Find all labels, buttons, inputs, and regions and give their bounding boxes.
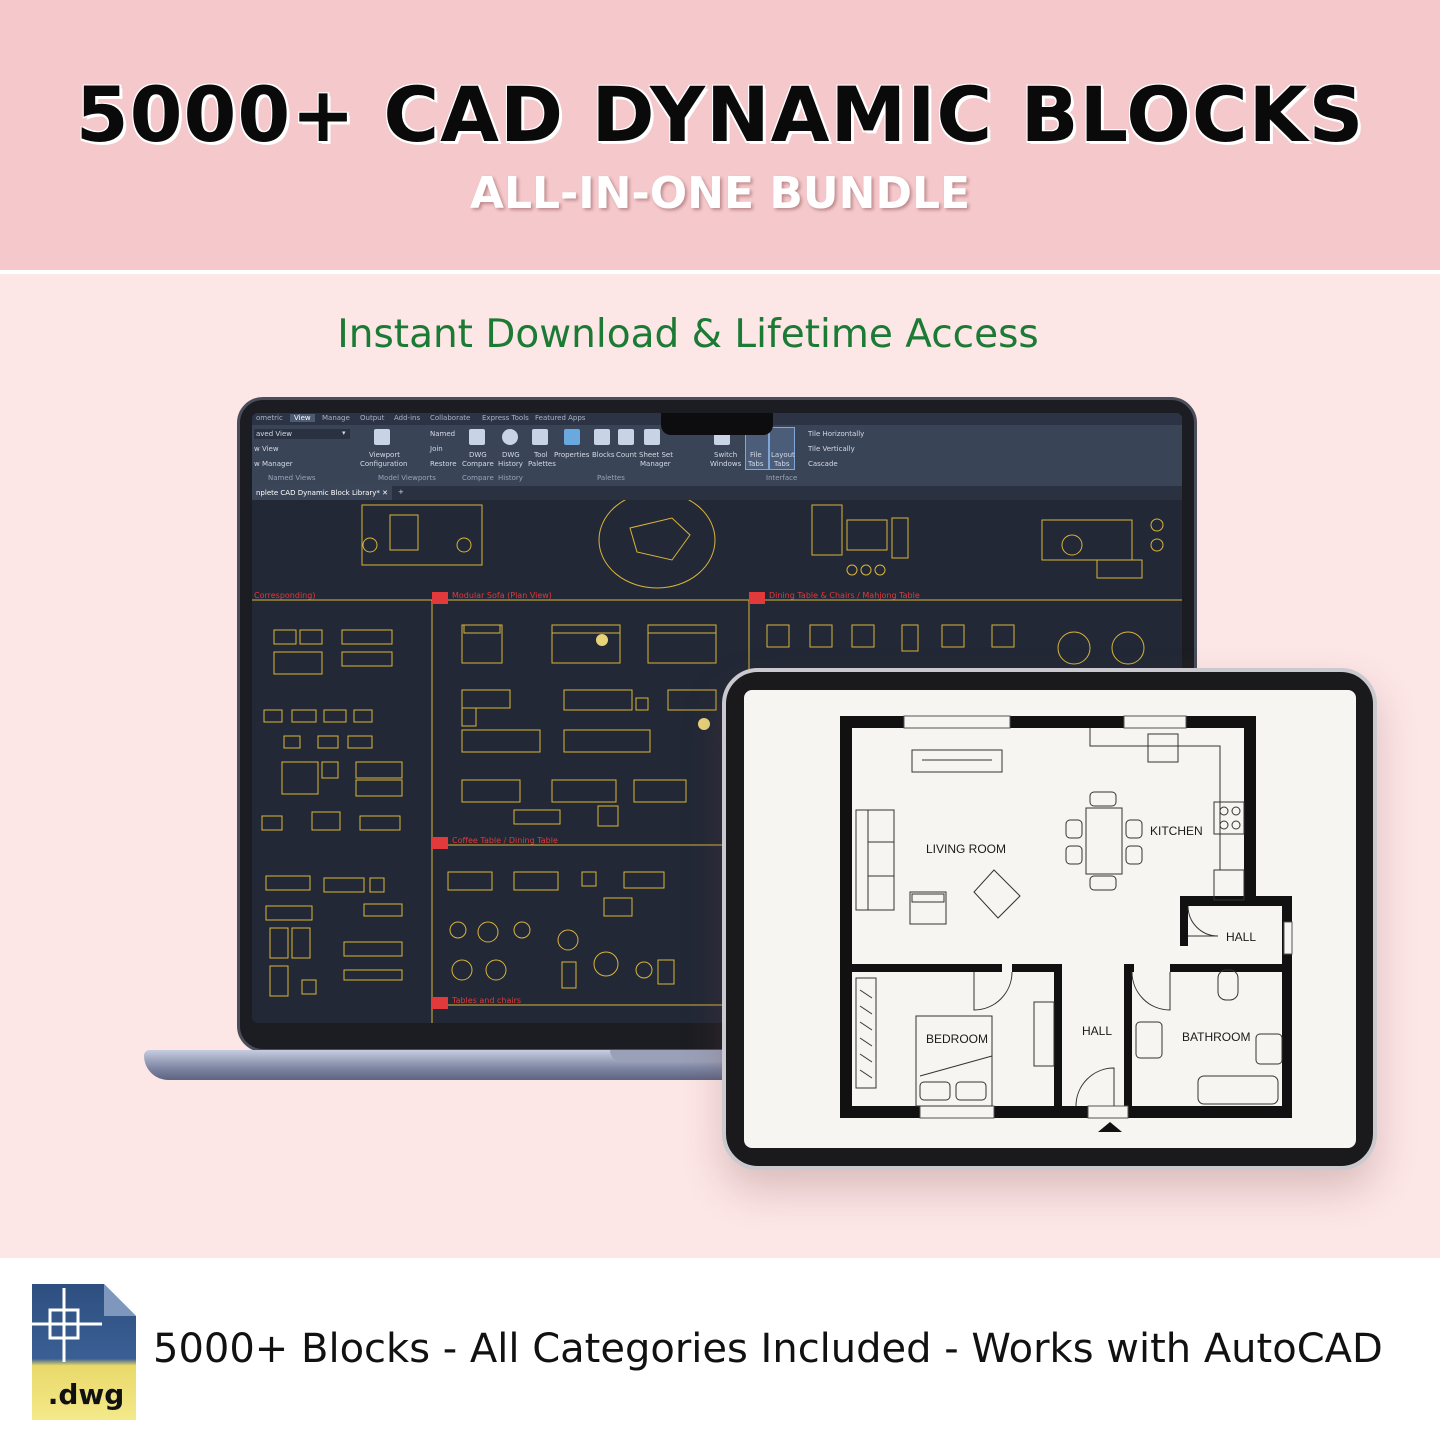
ribbon-group-label: Model Viewports xyxy=(378,474,436,482)
document-tab-label: nplete CAD Dynamic Block Library* xyxy=(256,489,380,497)
interface-label: File xyxy=(750,451,762,459)
tagline: Instant Download & Lifetime Access xyxy=(337,312,1039,357)
header-banner xyxy=(0,0,1440,270)
ribbon-group-label: Named Views xyxy=(268,474,316,482)
ribbon-tab[interactable]: Collaborate xyxy=(430,414,471,422)
camera-notch xyxy=(661,413,773,435)
floor-plan xyxy=(840,715,1293,1132)
tile-horizontally-button[interactable]: Tile Horizontally xyxy=(808,430,865,438)
history-label: DWG xyxy=(502,451,520,459)
interface-label: Tabs xyxy=(774,460,790,468)
interface-label: Tabs xyxy=(748,460,764,468)
section-label: Coffee Table / Dining Table xyxy=(452,836,558,845)
saved-view-value: aved View xyxy=(256,430,293,438)
ribbon-group-label: Compare xyxy=(462,474,494,482)
room-label-bathroom: BATHROOM xyxy=(1182,1030,1251,1044)
compare-label: DWG xyxy=(469,451,487,459)
properties-icon[interactable] xyxy=(564,429,580,445)
page-title: 5000+ CAD DYNAMIC BLOCKS xyxy=(75,70,1365,159)
document-tab[interactable]: nplete CAD Dynamic Block Library* ✕ xyxy=(252,486,392,500)
ribbon-group-label: History xyxy=(498,474,523,482)
ribbon-group-label: Palettes xyxy=(597,474,625,482)
section-label: Dining Table & Chairs / Mahjong Table xyxy=(769,591,920,600)
palette-label: Properties xyxy=(554,451,590,459)
sheet-set-icon[interactable] xyxy=(644,429,660,445)
palette-label: Tool xyxy=(534,451,548,459)
ribbon-tab[interactable]: Add-ins xyxy=(394,414,421,422)
interface-label: Windows xyxy=(710,460,742,468)
close-icon[interactable]: ✕ xyxy=(382,489,389,497)
viewport-config-label2: Configuration xyxy=(360,460,408,468)
section-label: Modular Sofa (Plan View) xyxy=(452,591,552,600)
footer-bar xyxy=(0,1258,1440,1440)
palette-label: Blocks xyxy=(592,451,615,459)
page-subtitle: ALL-IN-ONE BUNDLE xyxy=(469,168,971,219)
viewport-named-button[interactable]: Named xyxy=(430,430,456,438)
cascade-button[interactable]: Cascade xyxy=(808,460,838,468)
blocks-icon[interactable] xyxy=(594,429,610,445)
new-view-link[interactable]: w View xyxy=(254,445,279,453)
footer-caption: 5000+ Blocks - All Categories Included -… xyxy=(153,1326,1383,1372)
viewport-restore-button[interactable]: Restore xyxy=(430,460,457,468)
section-label: Corresponding) xyxy=(254,591,316,600)
palette-label: Count xyxy=(616,451,637,459)
file-extension-label: .dwg xyxy=(47,1378,125,1411)
count-icon[interactable] xyxy=(618,429,634,445)
viewport-config-label: Viewport xyxy=(369,451,400,459)
ribbon-tab[interactable]: Featured Apps xyxy=(535,414,586,422)
cad-drawing-area xyxy=(252,500,1182,1023)
room-label-living: LIVING ROOM xyxy=(926,842,1007,856)
view-manager-link[interactable]: w Manager xyxy=(254,460,293,468)
tablet-screen: LIVING ROOM KITCHEN HALL BEDROOM HALL BA… xyxy=(744,690,1356,1148)
palette-label: Manager xyxy=(640,460,671,468)
chevron-down-icon: ▾ xyxy=(342,429,346,437)
section-label: Tables and chairs xyxy=(452,996,522,1005)
tool-palettes-icon[interactable] xyxy=(532,429,548,445)
room-label-hall: HALL xyxy=(1226,930,1257,944)
dwg-file-icon xyxy=(32,1284,136,1420)
dwg-compare-icon[interactable] xyxy=(469,429,485,445)
history-label2: History xyxy=(498,460,523,468)
ribbon-tab-view[interactable]: View xyxy=(290,414,315,422)
ribbon-tab[interactable]: ometric xyxy=(256,414,283,422)
viewport-join-button[interactable]: Join xyxy=(430,445,443,453)
viewport-config-icon[interactable] xyxy=(374,429,390,445)
room-label-kitchen: KITCHEN xyxy=(1150,824,1203,838)
interface-label: Layout xyxy=(771,451,795,459)
room-label-hall-2: HALL xyxy=(1082,1024,1113,1038)
palette-label: Palettes xyxy=(528,460,556,468)
header-divider xyxy=(0,270,1440,274)
ribbon-tab[interactable]: Manage xyxy=(322,414,350,422)
tile-vertically-button[interactable]: Tile Vertically xyxy=(808,445,855,453)
new-tab-icon[interactable]: + xyxy=(398,488,404,496)
room-label-bedroom: BEDROOM xyxy=(926,1032,989,1046)
ribbon-tab[interactable]: Output xyxy=(360,414,385,422)
document-tab-bar: nplete CAD Dynamic Block Library* ✕ + xyxy=(252,486,1182,500)
dwg-history-icon[interactable] xyxy=(502,429,518,445)
compare-label2: Compare xyxy=(462,460,494,468)
ribbon-group-label: Interface xyxy=(766,474,798,482)
interface-label: Switch xyxy=(714,451,738,459)
palette-label: Sheet Set xyxy=(639,451,673,459)
ribbon-tab[interactable]: Express Tools xyxy=(482,414,529,422)
saved-view-select[interactable]: aved View ▾ xyxy=(254,429,350,439)
layout-tabs-toggle[interactable]: Layout Tabs xyxy=(769,427,795,470)
